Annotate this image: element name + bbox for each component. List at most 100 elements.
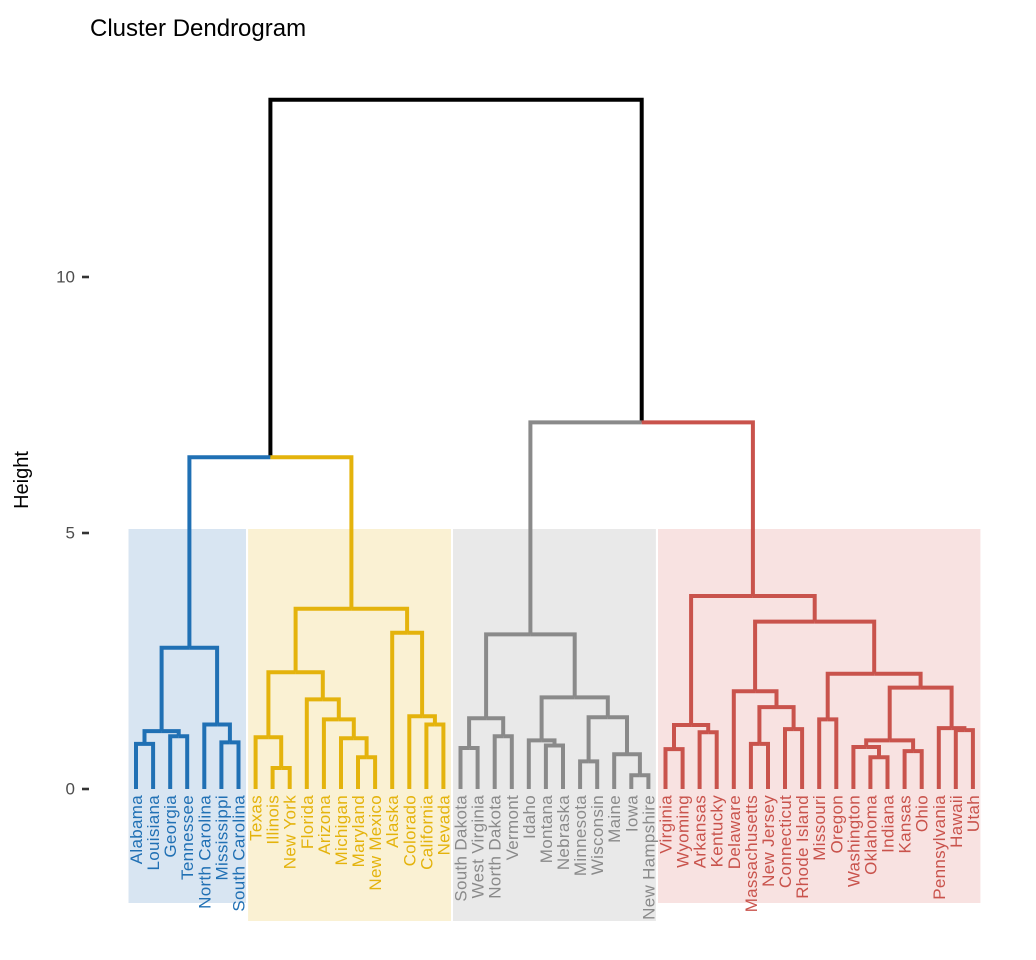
dendrogram-branch (827, 717, 839, 789)
leaf-label: Kentucky (708, 795, 727, 868)
dendrogram-branch (266, 670, 296, 738)
leaf-label: Oklahoma (861, 795, 880, 875)
leaf-label: Virginia (657, 795, 676, 854)
leaf-label: Texas (247, 795, 266, 841)
dendrogram-branch (528, 420, 642, 635)
dendrogram-branch (202, 722, 218, 789)
dendrogram-branch (936, 726, 952, 789)
dendrogram-branch (424, 722, 435, 789)
dendrogram-branch (270, 455, 354, 609)
dendrogram-branch (776, 705, 796, 730)
dendrogram-branch (295, 670, 325, 700)
leaf-label: New York (281, 795, 300, 869)
leaf-label: Alabama (127, 795, 146, 864)
dendrogram-branch (752, 594, 817, 622)
dendrogram-branch (663, 747, 674, 789)
leaf-label: New Mexico (366, 795, 385, 891)
dendrogram-branch (526, 738, 542, 789)
leaf-label: Rhode Island (793, 795, 812, 899)
leaf-label: Washington (844, 795, 863, 887)
dendrogram-branch (503, 734, 514, 789)
dendrogram-branch (574, 695, 610, 718)
leaf-label: Hawaii (947, 795, 966, 848)
leaf-label: Colorado (400, 795, 419, 866)
dendrogram-branch (755, 689, 779, 708)
leaf-label: Montana (537, 795, 556, 864)
dendrogram-branch (674, 747, 685, 789)
leaf-label: Delaware (725, 795, 744, 869)
dendrogram-branch (731, 689, 756, 789)
dendrogram-branch (178, 734, 190, 789)
leaf-label: New Hampshire (639, 795, 658, 920)
dendrogram-branch (889, 738, 916, 752)
dendrogram-branch (607, 715, 629, 755)
dendrogram-branch (879, 755, 890, 789)
dendrogram-branch (422, 714, 437, 725)
y-axis-tick-label: 0 (66, 780, 75, 799)
dendrogram-branch (964, 728, 975, 789)
leaf-label: Arkansas (691, 795, 710, 868)
dendrogram-branch (530, 632, 577, 698)
dendrogram-branch (953, 728, 965, 789)
dendrogram-branch (708, 730, 719, 789)
cluster-rect-gray (453, 529, 656, 921)
dendrogram-branch (187, 455, 271, 648)
dendrogram-branch (866, 745, 881, 758)
dendrogram-branch (486, 716, 506, 737)
y-axis-title: Height (11, 451, 33, 509)
dendrogram-branch (168, 734, 179, 789)
leaf-label: Michigan (332, 795, 351, 865)
dendrogram-branch (366, 755, 378, 789)
cluster-rect-red (658, 529, 981, 903)
leaf-label: Maryland (349, 795, 368, 867)
leaf-label: Tennessee (178, 795, 197, 880)
leaf-label: Idaho (520, 795, 539, 839)
dendrogram-branch (390, 630, 408, 789)
leaf-label: Maine (605, 795, 624, 843)
dendrogram-branch (219, 740, 230, 789)
dendrogram-branch (868, 755, 879, 789)
dendrogram-branch (142, 729, 162, 744)
dendrogram-branch (338, 717, 356, 739)
dendrogram-branch (492, 734, 504, 789)
dendrogram-branch (825, 671, 875, 720)
leaf-label: Illinois (264, 795, 283, 845)
leaf-label: Utah (964, 795, 983, 832)
leaf-label: Mississippi (212, 795, 231, 880)
dendrogram-branch (920, 685, 954, 729)
leaf-label: Pennsylvania (930, 795, 949, 900)
dendrogram-branch (268, 97, 456, 458)
dendrogram-branch (748, 741, 760, 789)
y-axis-tick-label: 5 (66, 524, 75, 543)
dendrogram-branch (159, 645, 190, 732)
dendrogram-branch (641, 420, 755, 596)
leaf-label: California (417, 795, 436, 870)
dendrogram-branch (672, 723, 692, 750)
y-axis-tick-label: 10 (56, 268, 75, 287)
dendrogram-branch (913, 749, 924, 789)
leaf-label: South Carolina (230, 795, 249, 912)
dendrogram-branch (351, 606, 410, 633)
dendrogram-branch (134, 741, 145, 789)
dendrogram-branch (578, 759, 589, 789)
dendrogram-branch (456, 97, 644, 423)
leaf-label: Massachusetts (742, 795, 761, 912)
leaf-label: West Virginia (469, 795, 488, 899)
dendrogram-branch (627, 752, 642, 776)
leaf-label: Kansas (896, 795, 915, 854)
dendrogram-branch (543, 743, 555, 789)
leaf-label: Arizona (315, 795, 334, 855)
leaf-label: Florida (298, 795, 317, 849)
leaf-label: Nebraska (554, 795, 573, 870)
dendrogram-branch (293, 606, 352, 673)
dendrogram-branch (484, 632, 531, 719)
dendrogram-branch (753, 619, 815, 692)
dendrogram-branch (270, 766, 282, 789)
leaf-label: Iowa (622, 795, 641, 832)
dendrogram-branch (304, 697, 323, 789)
leaf-label: Wyoming (674, 795, 693, 868)
dendrogram-branch (281, 766, 292, 789)
dendrogram-branch (356, 755, 367, 789)
dendrogram-branch (639, 773, 651, 789)
